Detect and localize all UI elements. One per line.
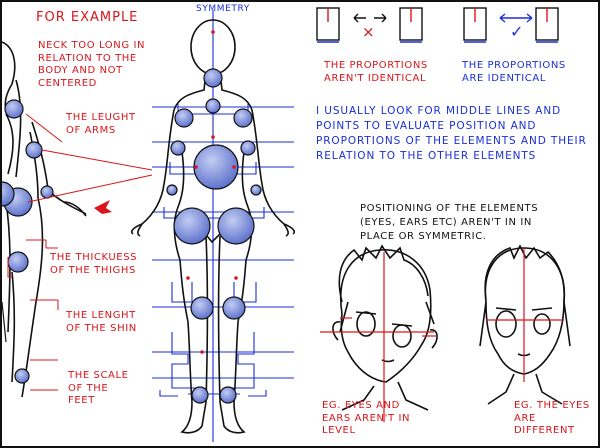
proportion-icons-wrong [316, 7, 423, 43]
face-sketch-right [479, 244, 571, 405]
left-figure-joints [2, 99, 54, 384]
explanation-text: I usually look for middle lines and poin… [316, 105, 587, 162]
example-right-caption: Eg. The eyes are different [514, 400, 590, 436]
note-shin: The lenght of the shin [66, 310, 137, 334]
label-identical: The proportions are identical [462, 60, 566, 84]
face-sketch-right-guides [486, 248, 564, 382]
positioning-note: Positioning of the elements (eyes, ears … [360, 203, 539, 242]
label-not-identical: The proportions aren't identical [324, 60, 428, 84]
center-figure-outline [130, 19, 296, 434]
proportion-icons-right [463, 7, 559, 43]
center-red-midpoints [186, 30, 238, 354]
cross-mark-icon: × [362, 23, 376, 41]
left-figure-red-lines [7, 113, 153, 391]
center-figure-joints [166, 68, 262, 404]
note-feet: The scale of the feet [68, 370, 129, 406]
note-arms: The leught of arms [66, 112, 136, 136]
red-arrow-icon [94, 200, 112, 214]
symmetry-label: Symmetry [196, 4, 250, 14]
note-thighs: The thickuess of the thighs [50, 252, 138, 276]
check-mark-icon: ✓ [510, 22, 525, 41]
page-title: For example [36, 10, 139, 25]
example-left-caption: Eg. Eyes and ears aren't in level [322, 400, 411, 436]
face-sketch-left-guides [320, 252, 436, 422]
left-figure [2, 41, 87, 398]
note-neck: Neck too long in relation to the body an… [38, 40, 146, 89]
face-sketch-left [332, 244, 438, 411]
